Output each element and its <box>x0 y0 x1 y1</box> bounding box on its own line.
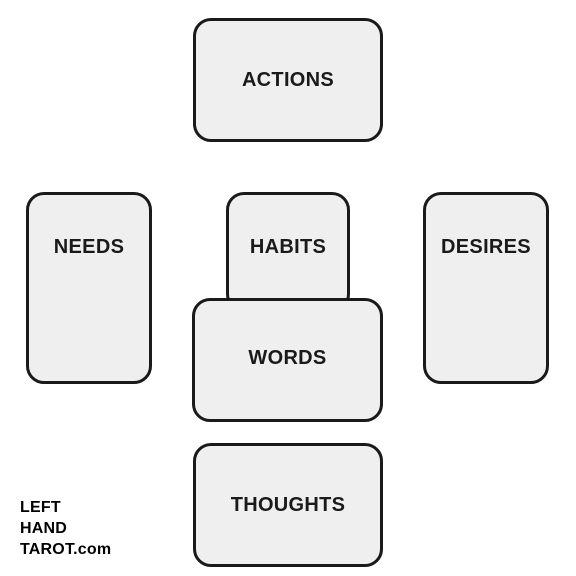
card-habits: HABITS <box>226 192 350 312</box>
card-thoughts: THOUGHTS <box>193 443 383 567</box>
brand-logo-text: LEFT HAND TAROT.com <box>20 497 111 560</box>
card-desires: DESIRES <box>423 192 549 384</box>
card-desires-label: DESIRES <box>441 236 531 258</box>
card-actions-label: ACTIONS <box>241 68 335 91</box>
card-needs-label: NEEDS <box>53 236 125 258</box>
card-thoughts-label: THOUGHTS <box>230 493 346 516</box>
brand-line-2: HAND <box>20 520 68 537</box>
brand-line-1: LEFT <box>20 499 61 516</box>
card-words: WORDS <box>192 298 383 422</box>
card-words-label: WORDS <box>248 346 327 369</box>
card-actions: ACTIONS <box>193 18 383 142</box>
card-needs: NEEDS <box>26 192 152 384</box>
brand-line-3: TAROT.com <box>20 541 112 558</box>
card-habits-label: HABITS <box>249 236 327 258</box>
